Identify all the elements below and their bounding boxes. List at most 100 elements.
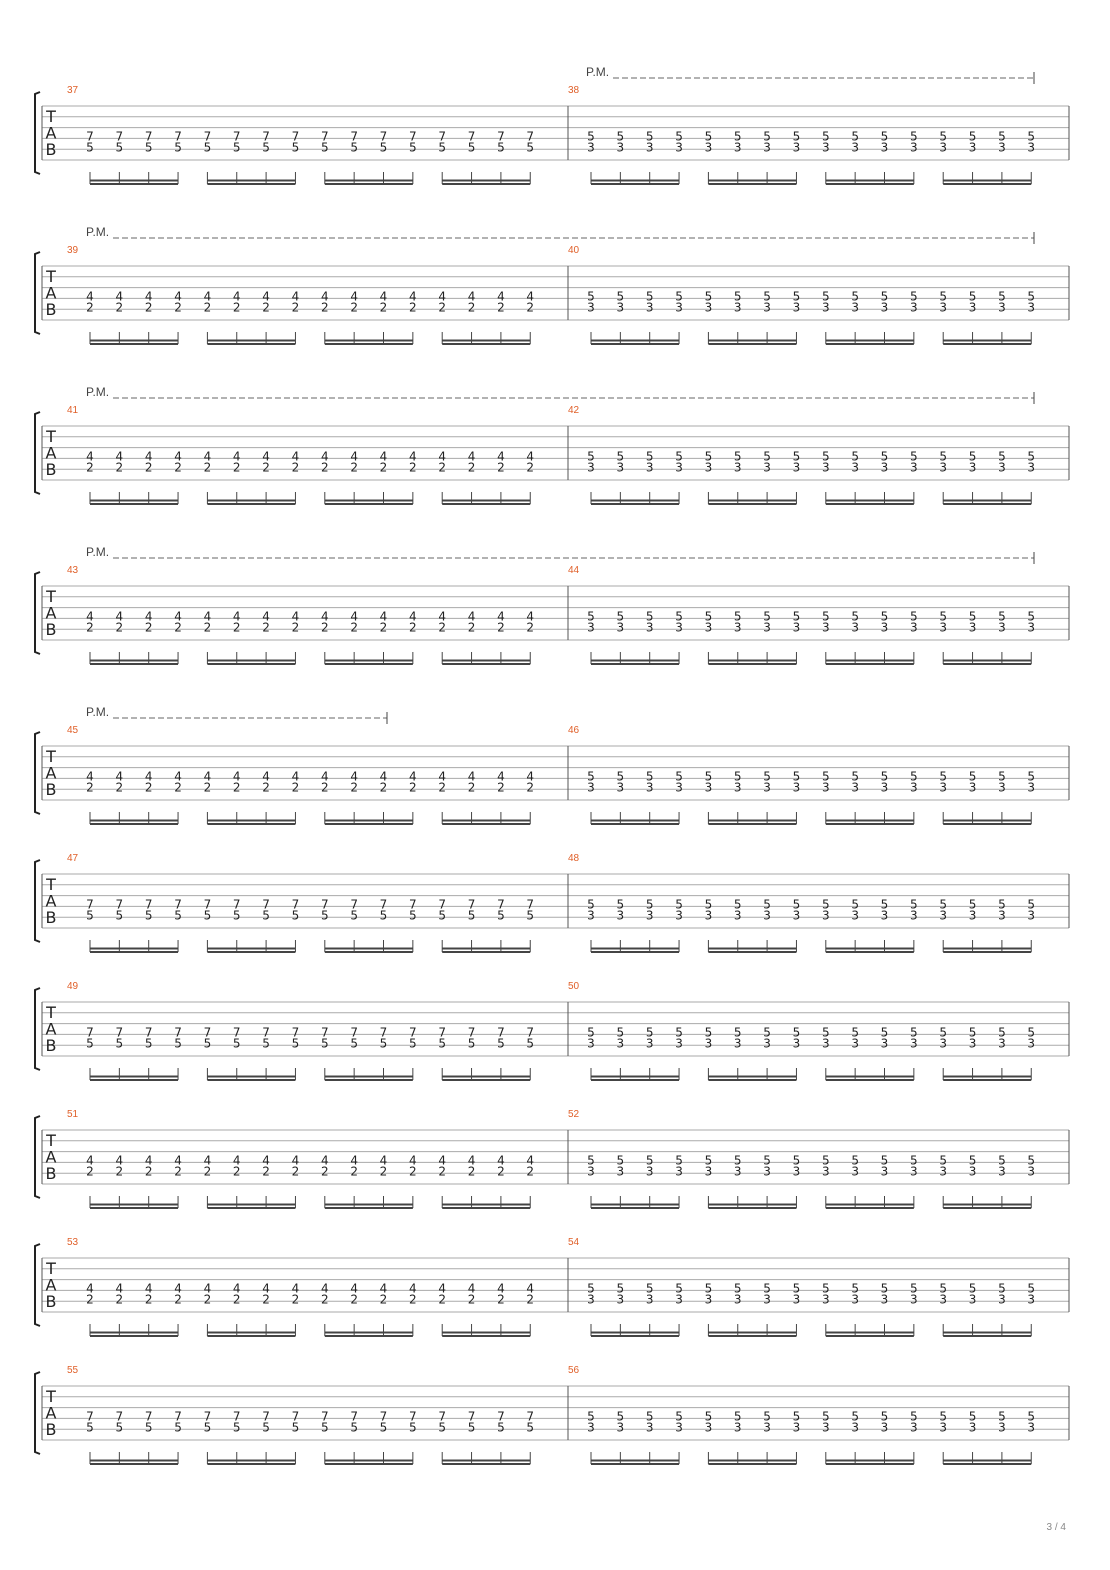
fret-number: 5 [998, 1282, 1006, 1296]
fret-number: 3 [646, 1292, 654, 1306]
fret-number: 5 [793, 610, 801, 624]
fret-number: 3 [617, 1164, 625, 1178]
tab-clef-letter: A [46, 764, 57, 783]
palm-mute-label: P.M. [86, 385, 109, 399]
fret-number: 5 [763, 610, 771, 624]
fret-number: 3 [998, 1164, 1006, 1178]
fret-number: 7 [116, 898, 124, 912]
fret-number: 2 [380, 460, 388, 474]
fret-number: 2 [468, 460, 476, 474]
fret-number: 2 [321, 1292, 329, 1306]
fret-number: 5 [292, 1420, 300, 1434]
fret-number: 2 [468, 1292, 476, 1306]
fret-number: 7 [116, 1410, 124, 1424]
fret-number: 3 [734, 300, 742, 314]
fret-number: 3 [646, 460, 654, 474]
fret-number: 3 [969, 1164, 977, 1178]
fret-number: 3 [969, 1420, 977, 1434]
fret-number: 7 [438, 898, 446, 912]
bar-number: 49 [67, 981, 79, 992]
fret-number: 3 [851, 1420, 859, 1434]
fret-number: 3 [939, 908, 947, 922]
fret-number: 4 [86, 770, 94, 784]
fret-number: 5 [939, 290, 947, 304]
fret-number: 5 [998, 130, 1006, 144]
fret-number: 5 [204, 140, 212, 154]
fret-number: 5 [763, 770, 771, 784]
fret-number: 3 [705, 1164, 713, 1178]
fret-number: 3 [998, 1036, 1006, 1050]
fret-number: 5 [881, 770, 889, 784]
fret-number: 4 [409, 1154, 417, 1168]
fret-number: 5 [321, 1420, 329, 1434]
fret-number: 4 [468, 610, 476, 624]
fret-number: 5 [86, 1420, 94, 1434]
fret-number: 2 [468, 620, 476, 634]
fret-number: 7 [86, 1026, 94, 1040]
fret-number: 2 [262, 460, 270, 474]
system-bracket [34, 1115, 41, 1199]
fret-number: 7 [497, 1026, 505, 1040]
fret-number: 3 [617, 1420, 625, 1434]
bar-number: 42 [568, 405, 580, 416]
fret-number: 2 [233, 300, 241, 314]
fret-number: 3 [793, 1164, 801, 1178]
fret-number: 4 [86, 1282, 94, 1296]
fret-number: 5 [793, 1410, 801, 1424]
fret-number: 5 [438, 1036, 446, 1050]
fret-number: 2 [350, 300, 358, 314]
fret-number: 7 [321, 1410, 329, 1424]
fret-number: 3 [587, 1164, 595, 1178]
fret-number: 5 [881, 130, 889, 144]
bar-number: 38 [568, 85, 580, 96]
tab-clef-letter: B [46, 780, 57, 799]
fret-number: 2 [380, 300, 388, 314]
fret-number: 4 [380, 1154, 388, 1168]
fret-number: 3 [969, 1292, 977, 1306]
palm-mute-label: P.M. [86, 705, 109, 719]
fret-number: 4 [497, 770, 505, 784]
fret-number: 2 [497, 460, 505, 474]
system-bracket [34, 571, 41, 655]
fret-number: 5 [174, 140, 182, 154]
fret-number: 7 [468, 1026, 476, 1040]
tab-clef-letter: B [46, 1036, 57, 1055]
fret-number: 3 [881, 620, 889, 634]
fret-number: 3 [763, 620, 771, 634]
fret-number: 5 [734, 1282, 742, 1296]
fret-number: 3 [851, 780, 859, 794]
fret-number: 2 [262, 1292, 270, 1306]
fret-number: 3 [998, 908, 1006, 922]
fret-number: 5 [793, 290, 801, 304]
fret-number: 2 [350, 460, 358, 474]
fret-number: 5 [174, 1036, 182, 1050]
fret-number: 5 [587, 1154, 595, 1168]
fret-number: 7 [233, 1026, 241, 1040]
fret-number: 5 [468, 1036, 476, 1050]
fret-number: 4 [292, 290, 300, 304]
fret-number: 2 [204, 1292, 212, 1306]
tab-system: TAB5142424242424242424242424242424242525… [34, 1109, 1070, 1209]
fret-number: 5 [380, 1420, 388, 1434]
fret-number: 7 [380, 1026, 388, 1040]
fret-number: 4 [174, 290, 182, 304]
system-bracket [34, 91, 41, 175]
fret-number: 5 [763, 130, 771, 144]
fret-number: 7 [145, 1026, 153, 1040]
fret-number: 4 [292, 610, 300, 624]
tab-clef-letter: T [45, 1131, 56, 1150]
fret-number: 2 [380, 620, 388, 634]
fret-number: 3 [910, 300, 918, 314]
fret-number: 5 [116, 1420, 124, 1434]
fret-number: 5 [939, 770, 947, 784]
fret-number: 2 [116, 780, 124, 794]
fret-number: 3 [646, 780, 654, 794]
fret-number: 3 [587, 300, 595, 314]
fret-number: 4 [233, 610, 241, 624]
fret-number: 7 [174, 1410, 182, 1424]
fret-number: 7 [409, 898, 417, 912]
fret-number: 7 [262, 130, 270, 144]
fret-number: 5 [763, 898, 771, 912]
fret-number: 2 [409, 300, 417, 314]
